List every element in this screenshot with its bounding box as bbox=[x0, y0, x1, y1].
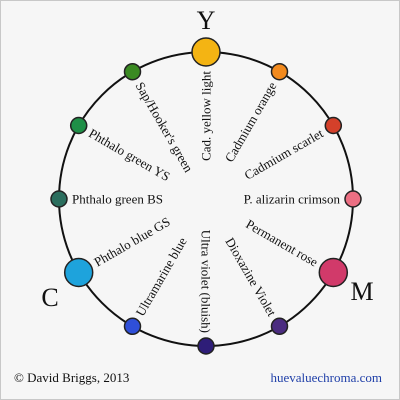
label-ultra-violet-bluish: Ultra violet (bluish) bbox=[199, 230, 214, 333]
swatch-dioxazine-violet bbox=[270, 317, 289, 336]
label-p-alizarin-crimson: P. alizarin crimson bbox=[244, 192, 341, 207]
swatch-sap-hookers-green bbox=[123, 62, 142, 81]
swatch-ultra-violet-bluish bbox=[197, 337, 215, 355]
label-dioxazine-violet: Dioxazine Violet bbox=[222, 235, 279, 319]
swatch-cad-yellow-light bbox=[191, 37, 221, 67]
label-phthalo-green-bs: Phthalo green BS bbox=[72, 192, 163, 207]
swatch-cadmium-orange bbox=[270, 62, 289, 81]
label-cad-yellow-light: Cad. yellow light bbox=[199, 71, 214, 161]
swatch-phthalo-green-ys bbox=[69, 116, 88, 135]
label-cadmium-scarlet: Cadmium scarlet bbox=[242, 125, 326, 182]
site-link[interactable]: huevaluechroma.com bbox=[270, 370, 382, 385]
label-permanent-rose: Permanent rose bbox=[243, 216, 320, 269]
label-phthalo-green-ys: Phthalo green YS bbox=[86, 126, 173, 185]
primary-label-c: C bbox=[41, 283, 58, 312]
copyright-text: © David Briggs, 2013 bbox=[14, 370, 129, 385]
swatch-p-alizarin-crimson bbox=[344, 190, 362, 208]
primary-label-y: Y bbox=[197, 6, 216, 35]
primary-label-m: M bbox=[350, 277, 373, 306]
swatch-permanent-rose bbox=[318, 257, 349, 288]
swatch-ultramarine-blue bbox=[123, 317, 142, 336]
swatch-phthalo-blue-gs bbox=[63, 257, 94, 288]
swatch-cadmium-scarlet bbox=[324, 116, 343, 135]
swatch-layer bbox=[50, 37, 362, 355]
label-ultramarine-blue: Ultramarine blue bbox=[133, 234, 190, 318]
swatch-phthalo-green-bs bbox=[50, 190, 68, 208]
